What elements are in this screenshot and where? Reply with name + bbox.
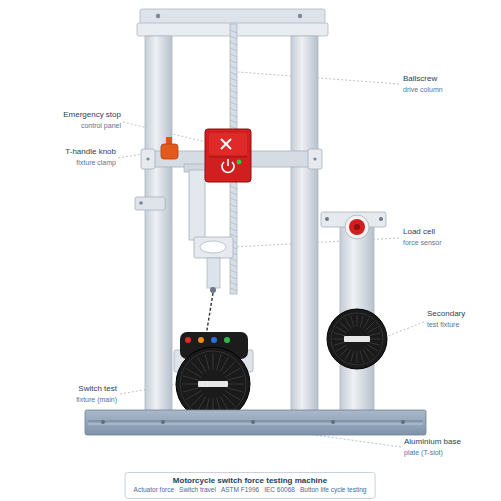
- carriage: [189, 170, 205, 240]
- switch-test-fixture: [176, 332, 250, 421]
- secondary-test-fixture: [327, 309, 387, 369]
- t-handle-knob: [161, 137, 178, 159]
- caption-item: Switch travel: [179, 486, 216, 494]
- emergency-stop-panel: [205, 129, 251, 182]
- part-sublabel: force sensor: [403, 239, 442, 247]
- part-label: Secondary: [427, 310, 465, 319]
- part-sublabel: control panel: [81, 122, 121, 130]
- load-cell: [345, 215, 369, 239]
- right-column: [291, 36, 318, 411]
- caption-title: Motorcycle switch force testing machine: [134, 476, 367, 486]
- load-cell-block: [194, 237, 233, 258]
- part-label: Emergency stop: [63, 111, 121, 120]
- top-crossbar: [140, 9, 325, 24]
- caption-item: ASTM F1996: [221, 486, 259, 494]
- part-sublabel: drive column: [403, 86, 443, 94]
- caption-item: Actuator force: [134, 486, 174, 494]
- part-sublabel: test fixture: [427, 321, 459, 329]
- caption-item: IEC 60068: [264, 486, 295, 494]
- part-sublabel: fixture (main): [76, 396, 117, 404]
- caption-item: Button life cycle testing: [300, 486, 366, 494]
- part-sublabel: plate (T-slot): [404, 449, 443, 457]
- part-label: Switch test: [78, 385, 117, 394]
- part-label: Ballscrew: [403, 75, 437, 84]
- caption-items: Actuator force Switch travel ASTM F1996 IEC…: [134, 486, 367, 494]
- base-plate: [85, 410, 426, 435]
- part-label: Load cell: [403, 228, 435, 237]
- part-label: Aluminium base: [404, 438, 461, 447]
- caption-box: Motorcycle switch force testing machine …: [125, 472, 376, 499]
- part-sublabel: fixture clamp: [76, 159, 116, 167]
- left-column: [145, 36, 172, 411]
- part-label: T-handle knob: [65, 148, 116, 157]
